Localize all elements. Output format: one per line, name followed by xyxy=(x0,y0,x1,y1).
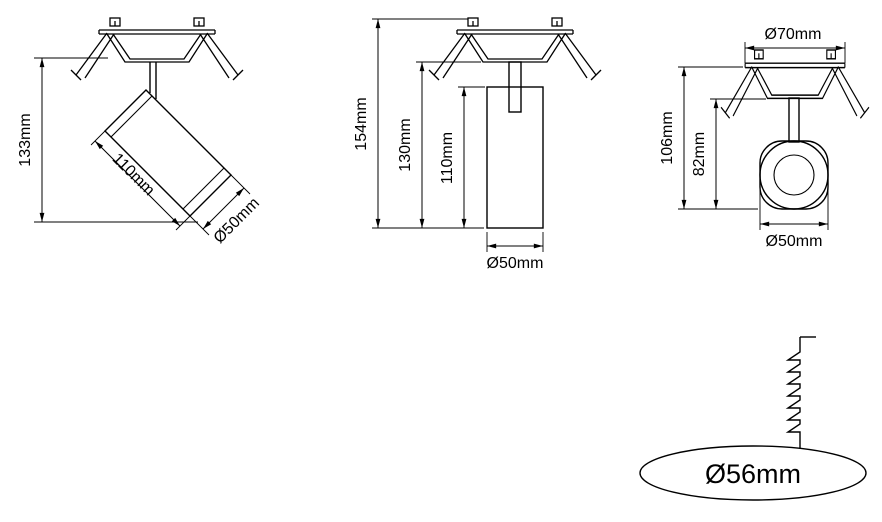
stem xyxy=(788,97,800,143)
dim-body-82: 82mm xyxy=(691,98,766,209)
dim-50-front-label: Ø50mm xyxy=(487,255,544,272)
dim-133-label: 133mm xyxy=(17,113,34,166)
lamp-head xyxy=(759,140,829,210)
mounting-bracket xyxy=(70,17,244,81)
dim-diameter-50: Ø50mm xyxy=(189,174,263,247)
mounting-bracket xyxy=(428,17,602,81)
cutout-hole xyxy=(639,445,867,501)
dim-82-label: 82mm xyxy=(691,132,708,176)
view-side: Ø70mm 106mm 82mm Ø50mm xyxy=(659,26,870,250)
dim-154-label: 154mm xyxy=(353,97,370,150)
cutout-diameter-label: Ø56mm xyxy=(705,459,801,489)
lamp-body xyxy=(486,86,544,229)
dim-flange-70: Ø70mm xyxy=(744,26,846,63)
dim-50-label: Ø50mm xyxy=(211,195,263,247)
dim-50-side-label: Ø50mm xyxy=(766,233,823,250)
dim-mid-130: 130mm xyxy=(397,61,481,228)
dim-130-label: 130mm xyxy=(397,118,414,171)
view-cutout: Ø56mm xyxy=(639,336,867,501)
mounting-bracket xyxy=(720,49,870,119)
dim-70-label: Ø70mm xyxy=(765,26,822,43)
dim-110-label: 110mm xyxy=(109,150,158,199)
dim-106-label: 106mm xyxy=(659,111,676,164)
dim-diameter-50-side: Ø50mm xyxy=(759,178,829,250)
stem xyxy=(149,62,157,99)
dim-height-106: 106mm xyxy=(659,66,758,210)
dim-body-110: 110mm xyxy=(439,86,485,228)
view-front: 154mm 130mm 110mm Ø50mm xyxy=(353,17,602,272)
dim-diameter-50-front: Ø50mm xyxy=(487,232,544,272)
view-tilted: 133mm 110mm Ø50mm xyxy=(17,17,263,247)
dim-total-154: 154mm xyxy=(353,18,484,229)
adjustment-screw xyxy=(785,336,816,449)
dim-length-110: 110mm xyxy=(90,130,191,231)
dim-110-front-label: 110mm xyxy=(439,132,456,184)
